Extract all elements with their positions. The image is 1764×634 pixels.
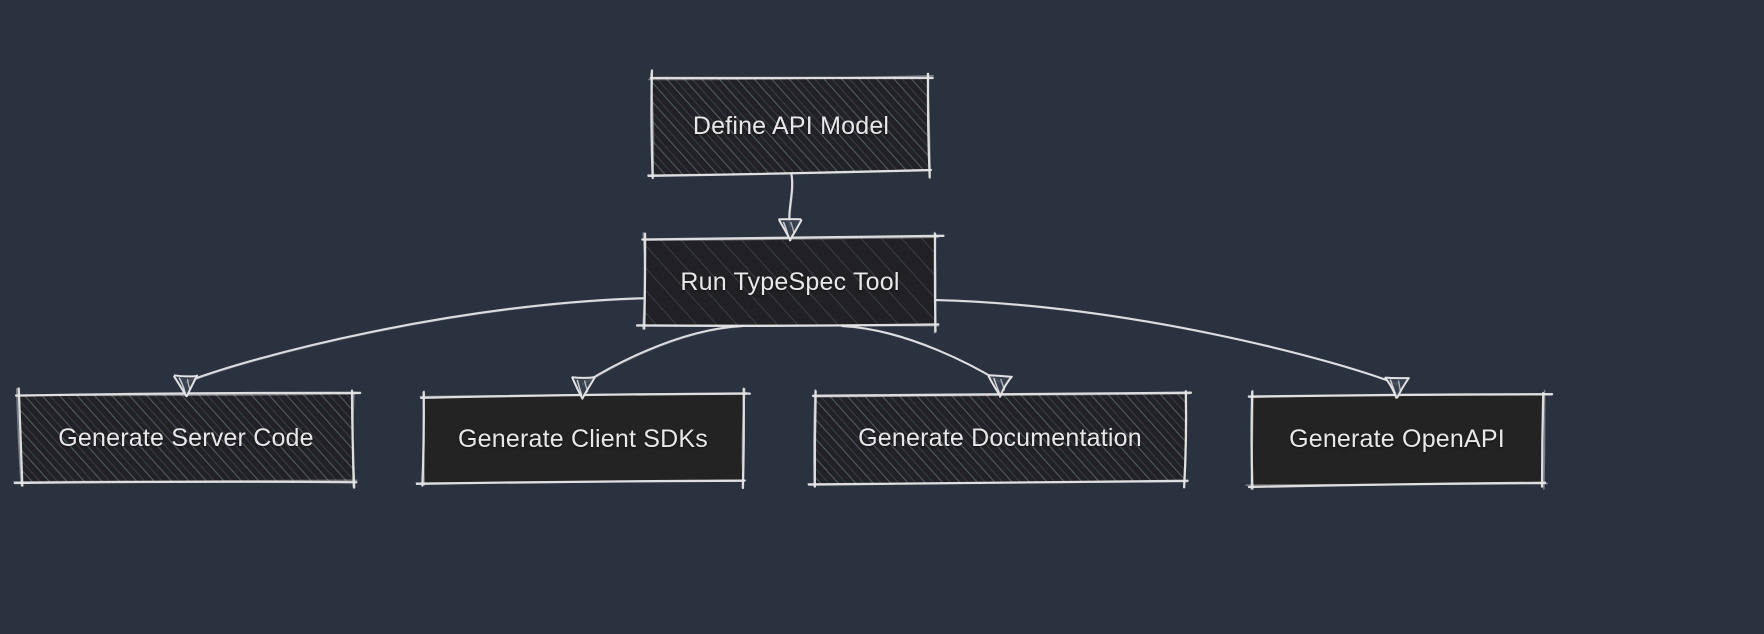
node-define-api-model[interactable] bbox=[647, 69, 934, 180]
nodes-layer bbox=[13, 69, 1554, 490]
node-fill bbox=[814, 393, 1186, 485]
node-fill bbox=[651, 77, 930, 175]
edge-edge-run-to-docs bbox=[840, 324, 1002, 384]
node-fill bbox=[18, 392, 354, 483]
arrowhead-edge-run-to-server bbox=[173, 374, 199, 398]
node-fill bbox=[422, 392, 744, 484]
node-generate-openapi[interactable] bbox=[1245, 389, 1554, 490]
node-fill bbox=[643, 236, 937, 326]
node-generate-client-sdks[interactable] bbox=[415, 387, 751, 490]
edges-layer bbox=[184, 170, 1399, 386]
edge-edge-run-to-server bbox=[184, 296, 652, 384]
edge-edge-run-to-sdks bbox=[581, 324, 744, 386]
node-run-typespec-tool[interactable] bbox=[635, 231, 945, 334]
arrows-layer bbox=[173, 218, 1410, 400]
arrowhead-edge-run-to-docs bbox=[987, 374, 1013, 398]
node-fill bbox=[1251, 393, 1544, 486]
node-generate-documentation[interactable] bbox=[807, 388, 1193, 489]
arrowhead-edge-run-to-openapi bbox=[1384, 376, 1410, 399]
node-generate-server-code[interactable] bbox=[13, 387, 362, 489]
arrowhead-edge-define-to-run bbox=[778, 218, 803, 242]
edge-edge-run-to-openapi bbox=[934, 298, 1399, 386]
arrowhead-edge-run-to-sdks bbox=[571, 376, 596, 400]
